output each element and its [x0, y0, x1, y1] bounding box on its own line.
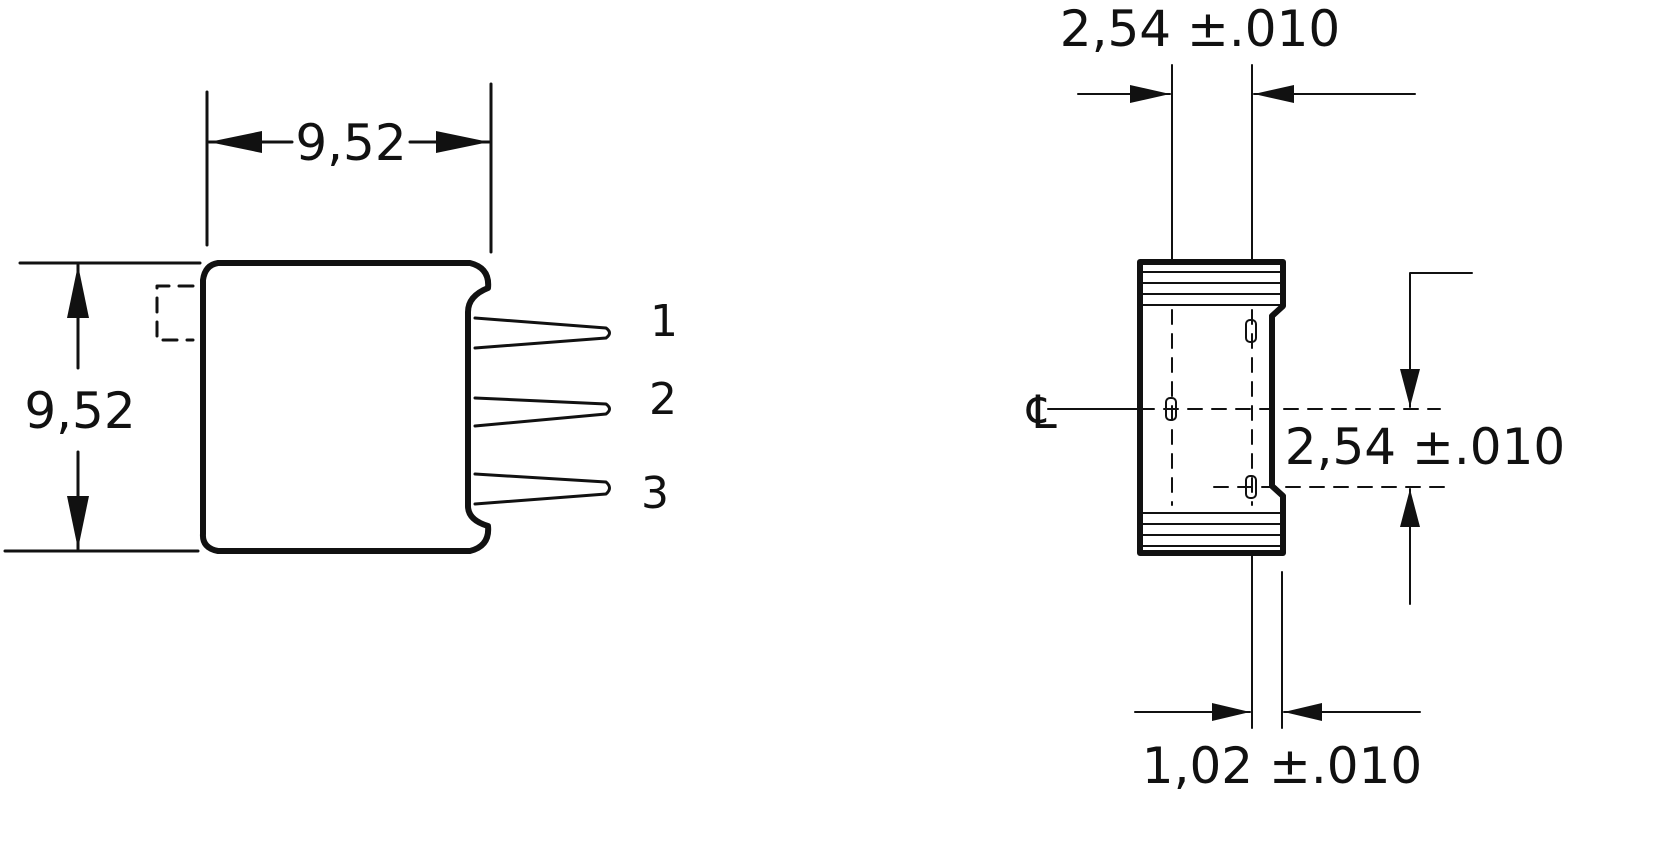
height-dimension-label: 9,52: [24, 382, 135, 440]
bottom-dimension-arrows: [1134, 703, 1421, 721]
pin-label-1: 1: [650, 296, 678, 347]
pin-slot-top: [1245, 319, 1257, 343]
side-body: [1137, 259, 1286, 556]
height-dimension-line: [67, 263, 89, 551]
pin-label-2: 2: [649, 374, 677, 425]
pin-2: [473, 396, 611, 428]
orientation-mark: [155, 284, 195, 342]
bottom-pin-width-label: 1,02 ±.010: [1142, 737, 1422, 795]
top-dimension-arrows: [1077, 85, 1416, 103]
top-pin-spacing-label: 2,54 ±.010: [1060, 0, 1340, 58]
component-body-outline: [199, 260, 492, 554]
pin-1: [473, 316, 611, 350]
pin-3: [473, 472, 611, 506]
right-pin-spacing-label: 2,54 ±.010: [1285, 418, 1565, 476]
width-dimension-line: [207, 131, 491, 153]
front-view: 9,52 9,52 1 2 3: [3, 82, 678, 554]
centerline-symbol: ℄: [1026, 385, 1057, 439]
pin-label-3: 3: [641, 468, 669, 519]
right-dimension-arrows: [1400, 272, 1473, 605]
width-dimension-label: 9,52: [295, 114, 406, 172]
side-view: 2,54 ±.010 ℄: [1026, 0, 1565, 795]
